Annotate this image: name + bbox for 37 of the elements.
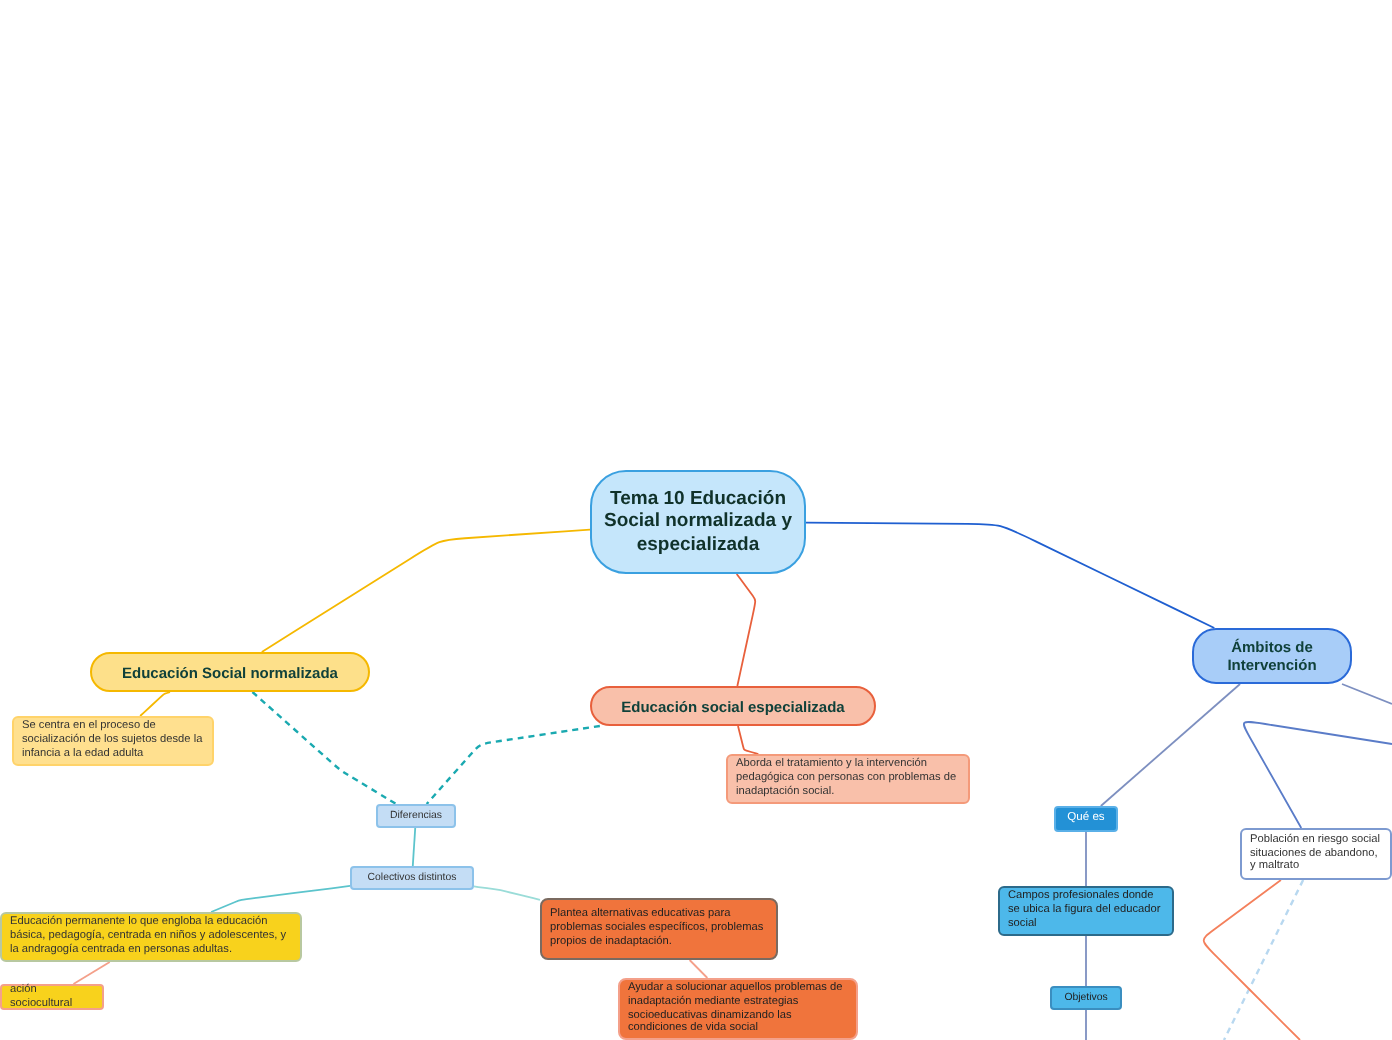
connector-line	[805, 521, 1216, 629]
connector-line	[1341, 683, 1392, 705]
connector-line	[737, 725, 760, 755]
note-box	[350, 866, 474, 890]
note-box	[1240, 828, 1392, 880]
node-text: Tema 10 Educación Social normalizada y especializada	[602, 487, 794, 557]
note-box	[1050, 986, 1122, 1010]
connector-line	[72, 961, 111, 985]
connector-line	[1222, 879, 1305, 1040]
note-box	[726, 754, 970, 804]
connector-line	[251, 691, 397, 806]
note-box	[618, 978, 858, 1040]
note-box	[12, 716, 214, 766]
connector-line	[473, 885, 541, 901]
note-box	[998, 886, 1174, 936]
connector-line	[1085, 935, 1087, 987]
topic-box	[90, 652, 370, 692]
topic-box	[1192, 628, 1352, 684]
connector-line	[210, 885, 351, 913]
connector-line	[425, 724, 601, 805]
topic-box	[590, 686, 876, 726]
connector-line	[1242, 720, 1392, 829]
note-box	[540, 898, 778, 960]
note-box	[1054, 806, 1118, 832]
connector-line	[735, 573, 757, 687]
note-box	[376, 804, 456, 828]
connector-line	[1099, 683, 1241, 807]
connector-line	[260, 528, 591, 653]
connector-line	[1202, 879, 1301, 1040]
connector-line	[1085, 1009, 1087, 1040]
connector-line	[688, 959, 709, 979]
central-topic-box	[590, 470, 806, 574]
connector-line	[139, 691, 171, 717]
note-box	[0, 984, 104, 1010]
connector-line	[411, 827, 417, 867]
connector-line	[1085, 831, 1087, 887]
note-box	[0, 912, 302, 962]
